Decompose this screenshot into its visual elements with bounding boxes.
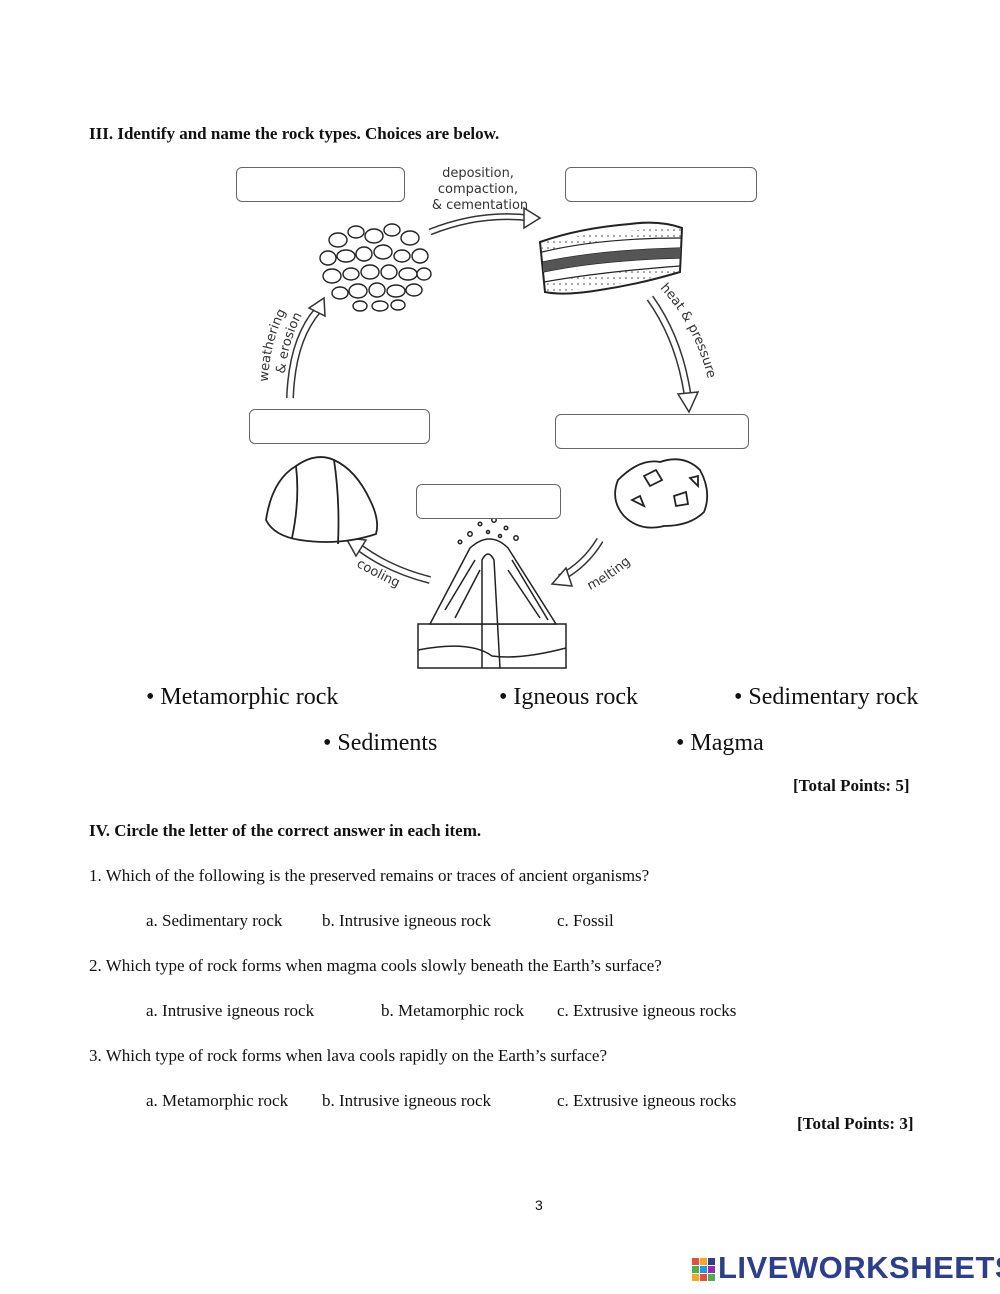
sediments-answer-box[interactable] <box>236 167 405 202</box>
choice-magma: • Magma <box>676 730 764 756</box>
metamorphic-rock-illustration <box>614 458 709 529</box>
magma-volcano-illustration <box>417 517 567 669</box>
deposition-arrow <box>428 206 542 236</box>
igneous-rock-answer-box[interactable] <box>249 409 430 444</box>
melting-label: melting <box>585 554 634 594</box>
rock-cycle-diagram: deposition, compaction, & cementation he… <box>257 166 719 669</box>
question-3-option-c[interactable]: c. Extrusive igneous rocks <box>557 1091 737 1110</box>
question-3-option-b[interactable]: b. Intrusive igneous rock <box>322 1091 492 1110</box>
choice-sediments: • Sediments <box>323 730 438 756</box>
question-1-option-c[interactable]: c. Fossil <box>557 911 614 930</box>
deposition-label-line2: compaction, <box>438 182 518 197</box>
sedimentary-rock-answer-box[interactable] <box>565 167 757 202</box>
magma-answer-box[interactable] <box>416 484 561 519</box>
liveworksheets-logo-icon <box>692 1258 715 1281</box>
question-1-text: 1. Which of the following is the preserv… <box>89 866 650 885</box>
cooling-arrow <box>344 537 431 584</box>
deposition-label-line3: & cementation <box>432 198 528 213</box>
section-3-heading: III. Identify and name the rock types. C… <box>89 124 500 143</box>
question-2-option-b[interactable]: b. Metamorphic rock <box>381 1001 525 1020</box>
choice-metamorphic-rock: • Metamorphic rock <box>146 684 339 710</box>
section-4-total-points: [Total Points: 3] <box>797 1114 914 1133</box>
question-2-text: 2. Which type of rock forms when magma c… <box>89 956 662 975</box>
question-3-text: 3. Which type of rock forms when lava co… <box>89 1046 608 1065</box>
heat-pressure-arrow <box>646 295 700 414</box>
question-3-option-a[interactable]: a. Metamorphic rock <box>146 1091 289 1110</box>
choice-sedimentary-rock: • Sedimentary rock <box>734 684 919 710</box>
metamorphic-rock-answer-box[interactable] <box>555 414 749 449</box>
question-2-option-c[interactable]: c. Extrusive igneous rocks <box>557 1001 737 1020</box>
melting-arrow <box>550 537 604 587</box>
sedimentary-rock-illustration <box>538 221 684 295</box>
sediments-illustration <box>319 223 432 312</box>
question-1-option-b[interactable]: b. Intrusive igneous rock <box>322 911 492 930</box>
question-2-option-a[interactable]: a. Intrusive igneous rock <box>146 1001 315 1020</box>
weathering-erosion-arrow <box>286 296 326 399</box>
question-1-option-a[interactable]: a. Sedimentary rock <box>146 911 283 930</box>
choice-igneous-rock: • Igneous rock <box>499 684 639 710</box>
igneous-rock-illustration <box>265 456 379 545</box>
page-number: 3 <box>535 1197 543 1213</box>
section-4-heading: IV. Circle the letter of the correct ans… <box>89 821 482 840</box>
deposition-label-line1: deposition, <box>442 166 514 181</box>
liveworksheets-brand: LIVEWORKSHEETS <box>718 1250 1000 1285</box>
section-3-total-points: [Total Points: 5] <box>793 776 910 795</box>
